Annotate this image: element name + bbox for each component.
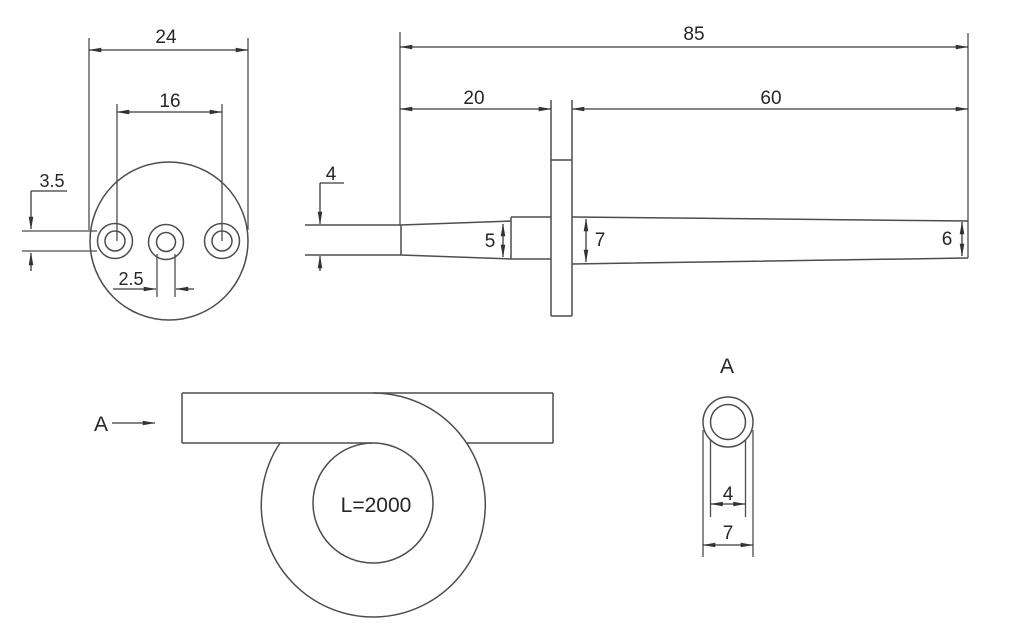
dim-16-label: 16 bbox=[159, 91, 180, 112]
coil-inner-loop bbox=[312, 442, 434, 564]
coil-view bbox=[112, 392, 554, 618]
coil-length-label: L=2000 bbox=[341, 494, 412, 517]
dim-24-label: 24 bbox=[155, 27, 177, 48]
dim-3-5-extension-lines bbox=[22, 230, 97, 252]
front-view-center-hole-outer bbox=[147, 223, 185, 261]
dim-16-extension-lines bbox=[116, 104, 223, 241]
side-view-collar-section bbox=[511, 216, 551, 260]
section-cut-label: A bbox=[94, 413, 108, 436]
side-view-flange bbox=[550, 100, 573, 317]
front-view bbox=[22, 38, 249, 321]
dim-20-label: 20 bbox=[463, 88, 484, 109]
labels: 24 16 3.5 2.5 85 20 60 4 5 7 6 L=2000 A … bbox=[39, 24, 952, 544]
dim-85-extension-lines bbox=[399, 32, 969, 258]
dim-60-label: 60 bbox=[760, 88, 781, 109]
coil-outer-loop bbox=[260, 392, 487, 618]
side-view-tip-section bbox=[305, 224, 402, 256]
dim-85-label: 85 bbox=[683, 24, 704, 45]
dim-6-label: 6 bbox=[942, 229, 953, 250]
dim-24-extension-lines bbox=[88, 38, 249, 230]
side-view-taper-section bbox=[400, 217, 512, 260]
section-a-inner-circle bbox=[709, 403, 747, 441]
section-a-view-label: A bbox=[720, 355, 734, 378]
front-view-body-circle bbox=[89, 161, 249, 321]
side-view-shaft bbox=[571, 216, 969, 265]
front-view-left-hole-bore bbox=[104, 230, 126, 252]
section-a-inner-extension-lines bbox=[709, 440, 747, 517]
section-a-outer-extension-lines bbox=[702, 430, 754, 557]
front-view-center-hole-bore bbox=[155, 231, 177, 253]
dim-2-5-extension-lines bbox=[156, 254, 176, 297]
section-a-dim-7-label: 7 bbox=[723, 523, 734, 544]
dim-5-label: 5 bbox=[485, 231, 496, 252]
dim-3-5-label: 3.5 bbox=[39, 171, 64, 191]
coil-straight-tube bbox=[181, 392, 554, 444]
section-a-view bbox=[702, 396, 754, 557]
dim-4-label: 4 bbox=[326, 164, 337, 185]
section-a-outer-circle bbox=[702, 396, 754, 448]
front-view-left-hole-outer bbox=[96, 222, 134, 260]
side-view bbox=[305, 32, 969, 317]
dim-2-5-label: 2.5 bbox=[118, 269, 143, 289]
section-a-dim-4-label: 4 bbox=[723, 484, 734, 505]
dim-7-label: 7 bbox=[595, 230, 606, 251]
